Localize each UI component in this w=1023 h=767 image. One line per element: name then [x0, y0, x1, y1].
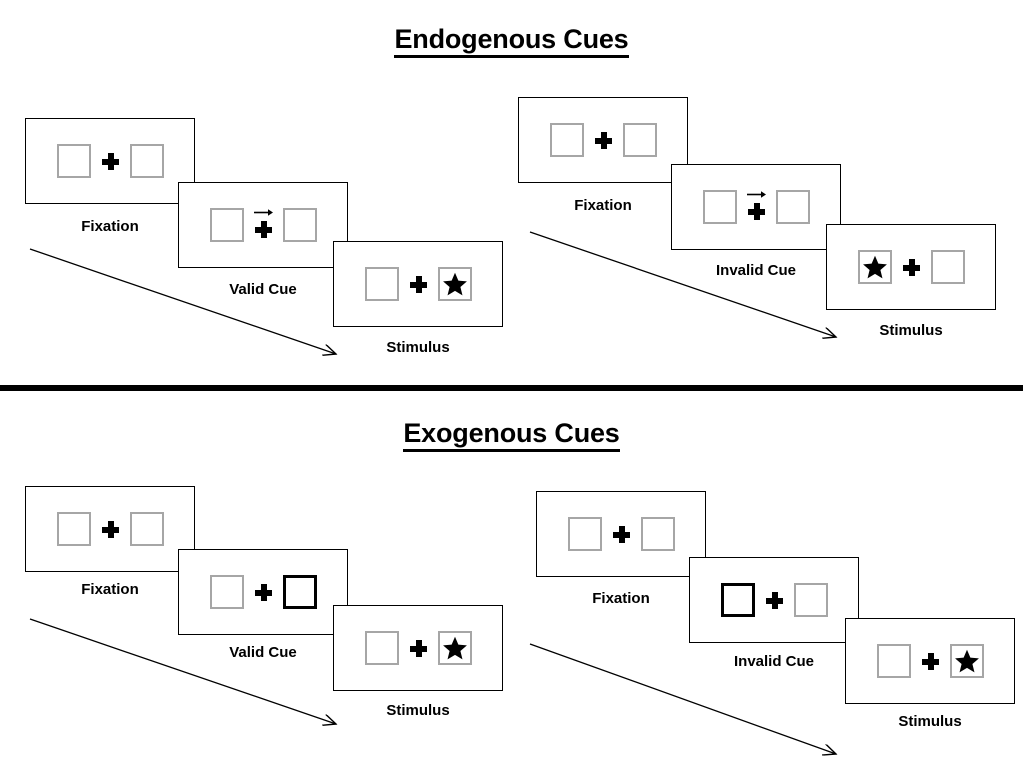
timeline-arrow-exogenous-valid: [29, 618, 348, 733]
caption-endogenous-valid-cue: Valid Cue: [229, 281, 297, 298]
caption-endogenous-invalid-stimulus: Stimulus: [879, 322, 943, 339]
caption-exogenous-valid-fixation: Fixation: [81, 581, 139, 598]
frame-exogenous-invalid-fixation[interactable]: [536, 491, 706, 577]
placeholder-box-left: [567, 517, 602, 551]
plus-icon: [101, 520, 119, 538]
arrow-right-icon: [746, 191, 766, 198]
placeholder-box-left: [702, 190, 737, 224]
star-icon: [954, 649, 979, 673]
frame-content: [537, 492, 705, 576]
plus-icon: [902, 258, 920, 276]
placeholder-box-right: [775, 190, 810, 224]
fixation-cross-slot: [253, 208, 273, 242]
frame-endogenous-invalid-stimulus[interactable]: [826, 224, 996, 310]
fixation-cross-slot: [409, 631, 427, 665]
plus-icon: [921, 652, 939, 670]
frame-content: [672, 165, 840, 249]
timeline-arrow-endogenous-valid: [29, 248, 348, 363]
section-title-exogenous: Exogenous Cues: [0, 418, 1023, 452]
section-title-endogenous-text: Endogenous Cues: [394, 24, 629, 58]
plus-icon: [101, 152, 119, 170]
caption-exogenous-invalid-stimulus: Stimulus: [898, 713, 962, 730]
placeholder-box-right: [949, 644, 984, 678]
fixation-cross-slot: [254, 575, 272, 609]
frame-endogenous-valid-cue[interactable]: [178, 182, 348, 268]
star-icon: [442, 272, 467, 296]
frame-content: [334, 606, 502, 690]
frame-endogenous-valid-fixation[interactable]: [25, 118, 195, 204]
star-icon: [442, 636, 467, 660]
frame-content: [846, 619, 1014, 703]
timeline-arrow-exogenous-invalid: [529, 643, 848, 763]
frame-content: [179, 183, 347, 267]
placeholder-box-left: [857, 250, 892, 284]
caption-endogenous-invalid-fixation: Fixation: [574, 197, 632, 214]
plus-icon: [254, 220, 272, 238]
frame-content: [334, 242, 502, 326]
placeholder-box-right: [437, 631, 472, 665]
placeholder-box-right: [129, 144, 164, 178]
frame-content: [179, 550, 347, 634]
frame-endogenous-invalid-cue[interactable]: [671, 164, 841, 250]
plus-icon: [765, 591, 783, 609]
frame-exogenous-invalid-cue[interactable]: [689, 557, 859, 643]
frame-exogenous-valid-fixation[interactable]: [25, 486, 195, 572]
plus-icon: [747, 202, 765, 220]
fixation-cross-slot: [101, 144, 119, 178]
placeholder-box-left: [209, 575, 244, 609]
caption-endogenous-valid-fixation: Fixation: [81, 218, 139, 235]
plus-icon: [409, 639, 427, 657]
placeholder-box-left: [56, 512, 91, 546]
frame-endogenous-invalid-fixation[interactable]: [518, 97, 688, 183]
frame-endogenous-valid-stimulus[interactable]: [333, 241, 503, 327]
placeholder-box-right: [622, 123, 657, 157]
caption-exogenous-valid-cue: Valid Cue: [229, 644, 297, 661]
frame-exogenous-valid-stimulus[interactable]: [333, 605, 503, 691]
fixation-cross-slot: [921, 644, 939, 678]
fixation-cross-slot: [612, 517, 630, 551]
caption-exogenous-valid-stimulus: Stimulus: [386, 702, 450, 719]
frame-content: [519, 98, 687, 182]
cued-box-right: [282, 575, 317, 609]
section-title-exogenous-text: Exogenous Cues: [403, 418, 620, 452]
caption-exogenous-invalid-fixation: Fixation: [592, 590, 650, 607]
frame-content: [827, 225, 995, 309]
placeholder-box-right: [129, 512, 164, 546]
fixation-cross-slot: [746, 190, 766, 224]
plus-icon: [254, 583, 272, 601]
placeholder-box-left: [364, 631, 399, 665]
caption-exogenous-invalid-cue: Invalid Cue: [733, 653, 815, 670]
timeline-arrow-endogenous-invalid: [529, 231, 848, 346]
frame-content: [26, 487, 194, 571]
placeholder-box-left: [549, 123, 584, 157]
placeholder-box-left: [209, 208, 244, 242]
fixation-cross-slot: [409, 267, 427, 301]
frame-content: [690, 558, 858, 642]
fixation-cross-slot: [101, 512, 119, 546]
caption-endogenous-valid-stimulus: Stimulus: [386, 339, 450, 356]
frame-exogenous-valid-cue[interactable]: [178, 549, 348, 635]
placeholder-box-right: [640, 517, 675, 551]
frame-content: [26, 119, 194, 203]
plus-icon: [594, 131, 612, 149]
placeholder-box-left: [56, 144, 91, 178]
plus-icon: [612, 525, 630, 543]
arrow-right-icon: [253, 209, 273, 216]
plus-icon: [409, 275, 427, 293]
fixation-cross-slot: [594, 123, 612, 157]
section-divider: [0, 385, 1023, 391]
caption-endogenous-invalid-cue: Invalid Cue: [715, 262, 797, 279]
fixation-cross-slot: [765, 583, 783, 617]
cued-box-left: [720, 583, 755, 617]
placeholder-box-right: [282, 208, 317, 242]
placeholder-box-left: [876, 644, 911, 678]
placeholder-box-right: [793, 583, 828, 617]
star-icon: [862, 255, 887, 279]
placeholder-box-right: [437, 267, 472, 301]
placeholder-box-right: [930, 250, 965, 284]
placeholder-box-left: [364, 267, 399, 301]
fixation-cross-slot: [902, 250, 920, 284]
section-title-endogenous: Endogenous Cues: [0, 24, 1023, 58]
frame-exogenous-invalid-stimulus[interactable]: [845, 618, 1015, 704]
